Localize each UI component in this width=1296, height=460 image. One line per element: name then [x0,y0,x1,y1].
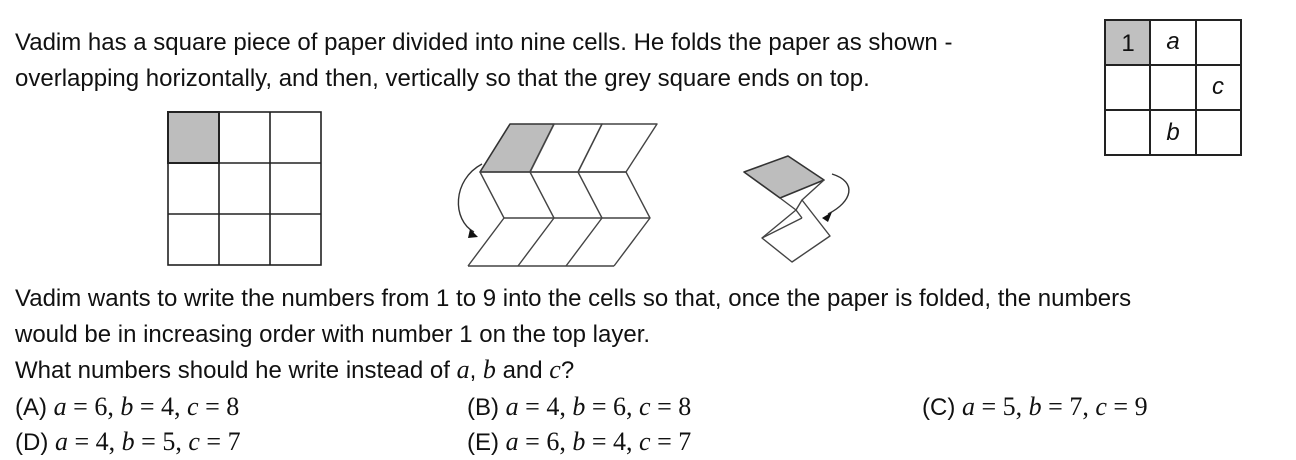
opt-a-var-a: a [53,392,67,421]
option-d-c-value: 7 [227,427,241,456]
option-b-c-value: 8 [678,392,692,421]
question-line-3: What numbers should he write instead of … [15,355,574,386]
question-line-3-prefix: What numbers should he write instead of [15,357,457,384]
key-cell-a: a [1166,28,1179,55]
option-b-a-value: 4 [546,392,560,421]
opt-b-eq-a: = [518,392,547,421]
option-e-a-value: 6 [546,427,560,456]
opt-c-var-c: c [1095,392,1107,421]
key-cell-1: 1 [1121,30,1134,57]
opt-e-eq-c: = [650,427,679,456]
option-b-label: (B) [467,394,499,421]
intro-line-2: overlapping horizontally, and then, vert… [15,65,870,92]
vertical-fold-figure [743,155,850,263]
opt-e-comma-1: , [559,427,573,456]
sep-1: , [469,357,483,384]
question-line-2: would be in increasing order with number… [15,321,651,348]
opt-a-comma-2: , [174,392,188,421]
opt-d-var-b: b [121,427,135,456]
opt-c-var-a: a [962,392,975,421]
opt-e-var-a: a [505,427,519,456]
option-a-c-value: 8 [226,392,240,421]
option-d-label: (D) [15,429,49,456]
opt-c-var-b: b [1028,392,1042,421]
opt-a-eq-c: = [198,392,227,421]
sep-2: and [495,357,550,384]
opt-c-eq-a: = [975,392,1003,421]
opt-e-var-b: b [572,427,586,456]
opt-a-var-b: b [120,392,134,421]
option-b-b-value: 6 [613,392,627,421]
opt-d-eq-c: = [199,427,228,456]
flat-paper-figure [167,111,322,266]
option-b[interactable]: (B) a = 4, b = 6, c = 8 [467,392,691,423]
opt-c-comma-2: , [1082,392,1096,421]
option-a-a-value: 6 [94,392,108,421]
opt-d-eq-a: = [68,427,96,456]
opt-d-comma-2: , [175,427,189,456]
option-e-c-value: 7 [678,427,692,456]
option-d-b-value: 5 [162,427,176,456]
question-line-1: Vadim wants to write the numbers from 1 … [15,285,1132,312]
opt-d-eq-b: = [134,427,163,456]
opt-b-var-c: c [639,392,651,421]
opt-a-var-c: c [187,392,199,421]
answer-key-grid: 1 a c b [1104,19,1242,156]
option-e-b-value: 4 [613,427,627,456]
key-cell-c: c [1212,73,1224,100]
opt-d-var-c: c [188,427,200,456]
key-cell-b: b [1166,119,1179,146]
opt-d-var-a: a [55,427,68,456]
option-c-a-value: 5 [1002,392,1016,421]
option-c-c-value: 9 [1134,392,1148,421]
option-e-label: (E) [467,429,499,456]
option-d[interactable]: (D) a = 4, b = 5, c = 7 [15,427,241,458]
question-suffix: ? [560,357,575,384]
var-b: b [482,355,496,384]
var-c: c [549,355,561,384]
option-a-b-value: 4 [161,392,175,421]
option-d-a-value: 4 [95,427,109,456]
opt-e-eq-a: = [518,427,547,456]
opt-e-var-c: c [639,427,651,456]
option-c-b-value: 7 [1069,392,1083,421]
opt-b-comma-2: , [626,392,640,421]
option-a[interactable]: (A) a = 6, b = 4, c = 8 [15,392,239,423]
opt-a-eq-b: = [133,392,162,421]
opt-b-eq-c: = [650,392,679,421]
option-e[interactable]: (E) a = 6, b = 4, c = 7 [467,427,691,458]
opt-b-eq-b: = [585,392,614,421]
option-c[interactable]: (C) a = 5, b = 7, c = 9 [922,392,1148,423]
opt-d-comma-1: , [108,427,122,456]
horizontal-fold-figure [457,123,658,267]
intro-line-1: Vadim has a square piece of paper divide… [15,29,953,56]
opt-a-eq-a: = [66,392,95,421]
opt-a-comma-1: , [107,392,121,421]
opt-b-var-b: b [572,392,586,421]
opt-c-eq-c: = [1106,392,1135,421]
opt-c-eq-b: = [1041,392,1070,421]
option-a-label: (A) [15,394,47,421]
var-a: a [456,355,470,384]
opt-b-var-a: a [505,392,519,421]
opt-c-comma-1: , [1015,392,1029,421]
opt-b-comma-1: , [559,392,573,421]
option-c-label: (C) [922,394,956,421]
key-cell-grey [1105,20,1150,64]
opt-e-eq-b: = [585,427,614,456]
opt-e-comma-2: , [626,427,640,456]
